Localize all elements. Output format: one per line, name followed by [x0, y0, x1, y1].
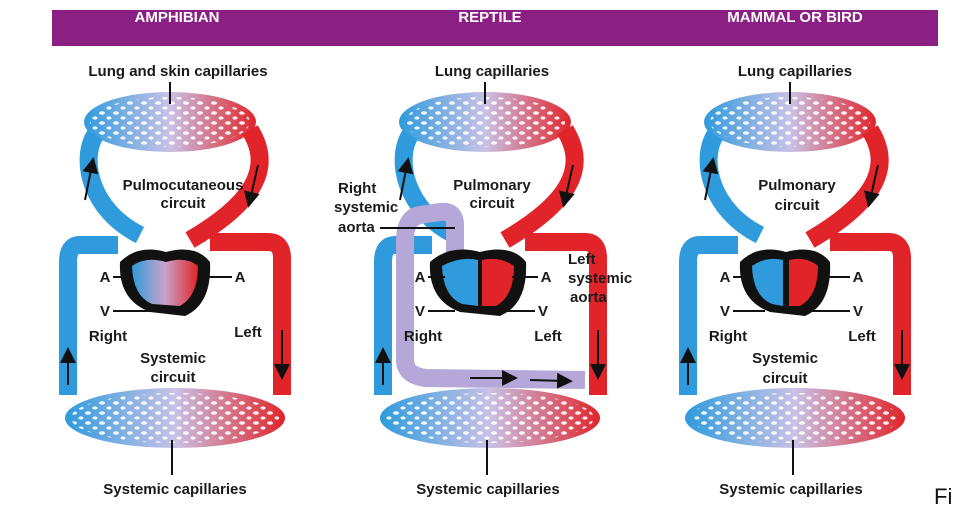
mammal-ventricle-right: V — [853, 303, 863, 320]
reptile-left-systemic-aorta — [525, 233, 607, 395]
reptile-diagram: Lung capillaries Pulmonary circuit Right… — [334, 63, 632, 498]
amphibian-side-left: Left — [234, 324, 262, 341]
reptile-bottom-label: Systemic capillaries — [416, 481, 559, 498]
reptile-left-aorta-line1: Left — [568, 251, 596, 268]
mammal-top-label: Lung capillaries — [738, 63, 852, 80]
header-reptile: REPTILE — [458, 9, 522, 26]
amphibian-ventricle: V — [100, 303, 110, 320]
reptile-pulmonary-vein — [500, 125, 584, 248]
mammal-pulmonary-vein — [805, 125, 889, 248]
amphibian-atrium-left: A — [100, 269, 111, 286]
mammal-atrium-left: A — [720, 269, 731, 286]
reptile-right-systemic-aorta — [396, 202, 586, 389]
mammal-circuit-top-line1: Pulmonary — [758, 177, 836, 194]
header-mammal-or-bird: MAMMAL OR BIRD — [727, 9, 863, 26]
amphibian-side-right: Right — [89, 328, 127, 345]
amphibian-circuit-bottom-line2: circuit — [150, 369, 195, 386]
amphibian-aorta — [210, 233, 291, 395]
amphibian-pulmonary-vein — [185, 125, 269, 248]
reptile-circuit-top-line2: circuit — [469, 195, 514, 212]
amphibian-vena-cava — [59, 236, 118, 395]
reptile-side-left: Left — [534, 328, 562, 345]
reptile-side-right: Right — [404, 328, 442, 345]
mammal-diagram: Lung capillaries Pulmonary circuit A A V… — [679, 63, 911, 498]
amphibian-atrium-right: A — [235, 269, 246, 286]
mammal-heart — [739, 249, 831, 316]
mammal-aorta — [830, 233, 911, 395]
reptile-circuit-top-line1: Pulmonary — [453, 177, 531, 194]
header-bar — [52, 10, 938, 46]
mammal-circuit-bottom-line1: Systemic — [752, 350, 818, 367]
reptile-right-aorta-line2: systemic — [334, 199, 398, 216]
mammal-circuit-bottom-line2: circuit — [762, 370, 807, 387]
reptile-left-aorta-line3: aorta — [570, 289, 607, 306]
header-amphibian: AMPHIBIAN — [134, 9, 220, 26]
reptile-right-aorta-line1: Right — [338, 180, 376, 197]
reptile-atrium-right: A — [541, 269, 552, 286]
amphibian-top-label: Lung and skin capillaries — [88, 63, 267, 80]
reptile-atrium-left: A — [415, 269, 426, 286]
amphibian-bottom-label: Systemic capillaries — [103, 481, 246, 498]
mammal-vena-cava — [679, 236, 738, 395]
reptile-ventricle-left: V — [415, 303, 425, 320]
amphibian-circuit-top-line2: circuit — [160, 195, 205, 212]
reptile-pulmonary-artery — [394, 130, 460, 244]
reptile-ventricle-right: V — [538, 303, 548, 320]
reptile-right-aorta-line3: aorta — [338, 219, 375, 236]
amphibian-diagram: Lung and skin capillaries Pulmocutaneous… — [59, 63, 291, 498]
mammal-circuit-top-line2: circuit — [774, 197, 819, 214]
reptile-left-aorta-line2: systemic — [568, 270, 632, 287]
mammal-side-left: Left — [848, 328, 876, 345]
mammal-bottom-label: Systemic capillaries — [719, 481, 862, 498]
mammal-pulmonary-artery — [699, 130, 765, 244]
amphibian-circuit-bottom-line1: Systemic — [140, 350, 206, 367]
mammal-atrium-right: A — [853, 269, 864, 286]
amphibian-pulmocutaneous-artery — [79, 130, 145, 244]
reptile-top-label: Lung capillaries — [435, 63, 549, 80]
reptile-vena-cava — [374, 236, 432, 395]
mammal-side-right: Right — [709, 328, 747, 345]
amphibian-circuit-top-line1: Pulmocutaneous — [123, 177, 244, 194]
figure-caption-fragment: Fi — [934, 484, 953, 509]
mammal-ventricle-left: V — [720, 303, 730, 320]
